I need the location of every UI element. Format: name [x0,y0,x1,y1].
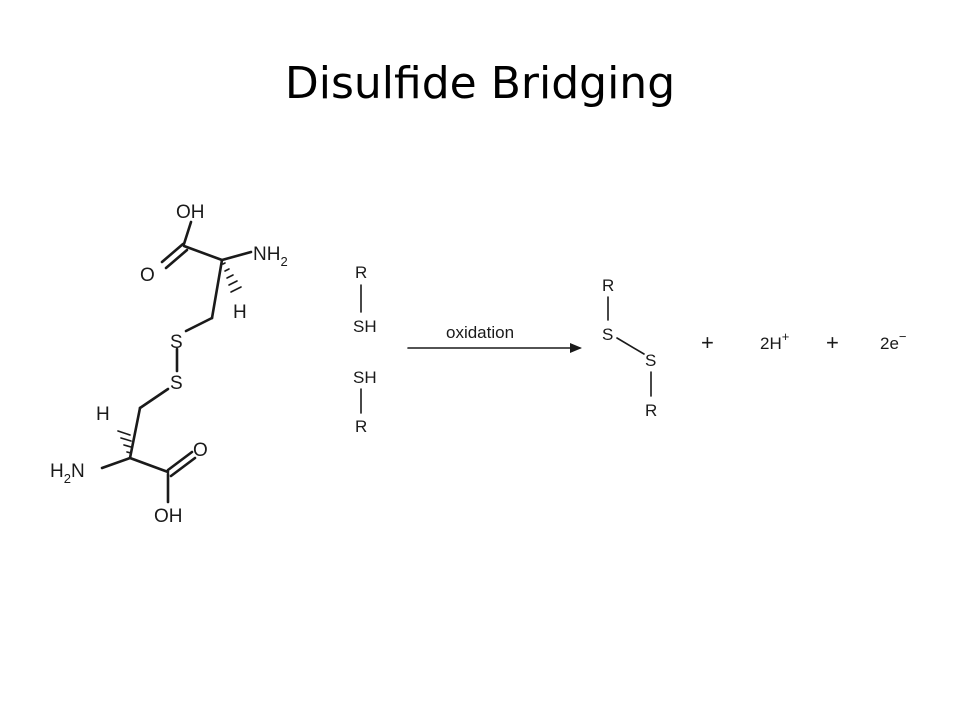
label-s-product-1: S [602,325,613,344]
label-nh2-top: NH2 [253,244,288,269]
bond-cbeta-calpha [128,406,142,460]
thiol-reactant-a: R SH [353,263,377,336]
label-r-product-bottom: R [645,401,657,420]
label-r-product-top: R [602,276,614,295]
bond-calpha-cbeta [210,258,224,320]
bond-calpha-n-bottom [100,456,132,470]
label-2e-minus: 2e− [880,329,907,353]
bond-c1-calpha [182,244,224,262]
bond-c-o-double-a [166,450,194,472]
label-o-bottom: O [193,440,208,461]
disulfide-product: R S S R [602,276,657,420]
arrow-label-oxidation: oxidation [446,323,514,342]
cystine-structure: OH O NH2 H S S H H2N O OH [50,202,288,527]
plus-sign-2: + [826,330,839,355]
label-o-top: O [140,265,155,286]
thiol-reactant-b: SH R [353,368,377,436]
label-s1: S [170,332,183,353]
bond-s2-cbeta [138,387,170,410]
bond-calpha-c [128,456,170,474]
bond-cbeta-s1 [184,316,214,333]
label-sh-b: SH [353,368,377,387]
hashed-wedge-top [222,262,242,293]
bond-c1-o-double-b [164,248,189,270]
label-2h-plus: 2H+ [760,329,789,353]
label-r-b: R [355,417,367,436]
label-s2: S [170,373,183,394]
bond-c1-oh [182,220,193,246]
label-h-bottom: H [96,404,110,425]
bond-c1-o-double-a [160,242,185,264]
label-h2n-bottom: H2N [50,461,85,486]
hashed-wedge-bottom [117,430,132,454]
label-s-product-2: S [645,351,656,370]
label-oh-bottom: OH [154,506,183,527]
label-r-a: R [355,263,367,282]
plus-sign-1: + [701,330,714,355]
reaction-arrow: oxidation [407,323,582,353]
bond-c-o-double-b [169,456,197,478]
bond-calpha-n [220,250,253,262]
slide-title: Disulfide Bridging [284,58,676,109]
label-oh-top: OH [176,202,205,223]
label-h-top: H [233,302,247,323]
label-sh-a: SH [353,317,377,336]
